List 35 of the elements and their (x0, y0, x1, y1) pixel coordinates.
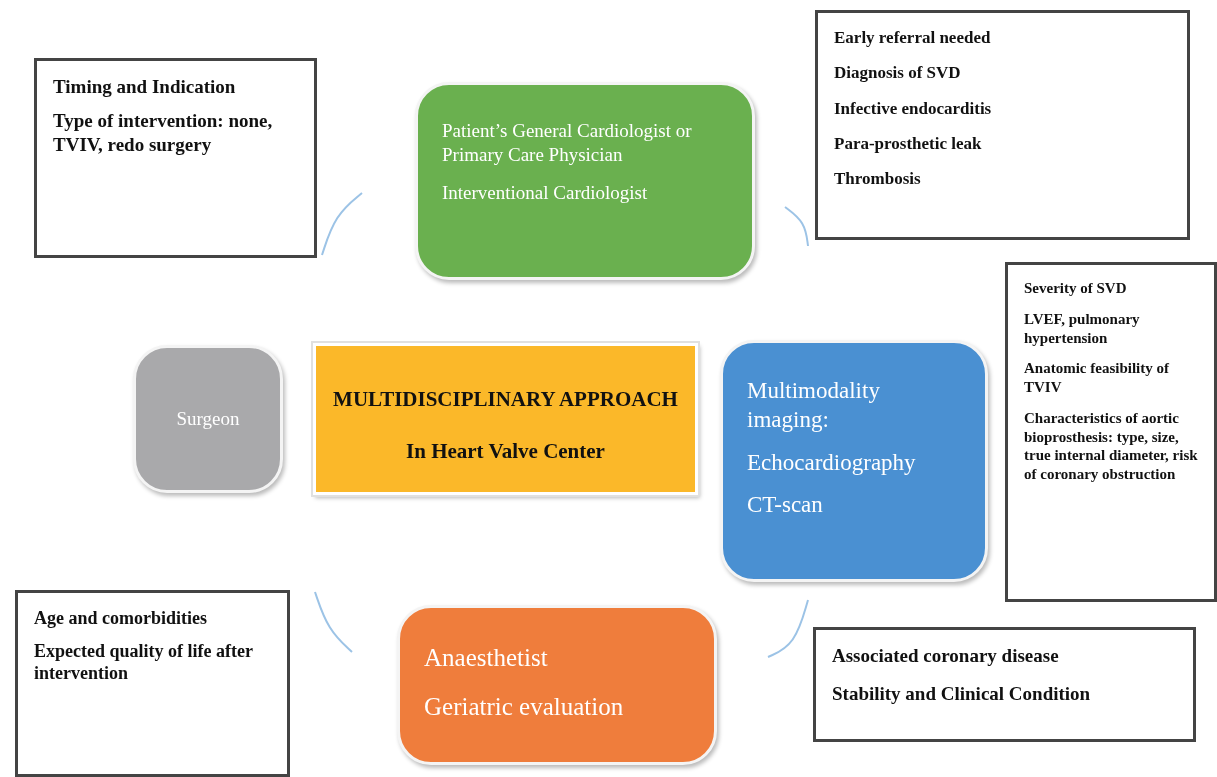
note-box (34, 58, 317, 258)
role-box (720, 340, 988, 582)
role-text: Patient’s General Cardiologist or Primary Care Physician (442, 119, 693, 167)
center-label: MULTIDISCIPLINARY APPROACH (332, 385, 679, 413)
criterion-text: Stability and Clinical Condition (832, 681, 1092, 706)
role-box (133, 345, 283, 493)
role-text: Geriatric evaluation (424, 692, 625, 723)
center-sublabel: In Heart Valve Center (405, 438, 606, 465)
criterion-text: Type of intervention: none, TVIV, redo surgery (53, 108, 274, 157)
criterion-text: Infective endocarditis (834, 97, 993, 119)
note-box (15, 590, 290, 777)
role-text: Interventional Cardiologist (442, 180, 649, 205)
role-box (415, 82, 755, 280)
role-text: Surgeon (176, 407, 240, 431)
role-box (397, 605, 717, 765)
role-text: Multimodality imaging: (747, 377, 881, 434)
criterion-text: Thrombosis (834, 168, 922, 190)
criterion-text: Para-prosthetic leak (834, 132, 983, 154)
criterion-text: Expected quality of life after intervention (34, 639, 254, 685)
center-box (313, 343, 698, 495)
criterion-text: Anatomic feasibility of TVIV (1024, 359, 1170, 397)
criterion-text: Associated coronary disease (832, 644, 1060, 668)
note-box (1005, 262, 1217, 602)
role-text: CT-scan (747, 491, 824, 520)
criterion-text: Age and comorbidities (34, 607, 208, 630)
criterion-text: LVEF, pulmonary hypertension (1024, 309, 1141, 348)
criterion-text: Severity of SVD (1024, 279, 1128, 298)
criterion-text: Timing and Indication (53, 75, 237, 99)
role-text: Echocardiography (747, 448, 917, 477)
role-text: Anaesthetist (424, 643, 549, 673)
note-box (815, 10, 1190, 240)
criterion-text: Diagnosis of SVD (834, 62, 962, 84)
note-box (813, 627, 1196, 742)
criterion-text: Early referral needed (834, 27, 992, 49)
criterion-text: Characteristics of aortic bioprosthesis: type, size, true internal diameter, risk of coronary obstruction (1024, 408, 1198, 484)
